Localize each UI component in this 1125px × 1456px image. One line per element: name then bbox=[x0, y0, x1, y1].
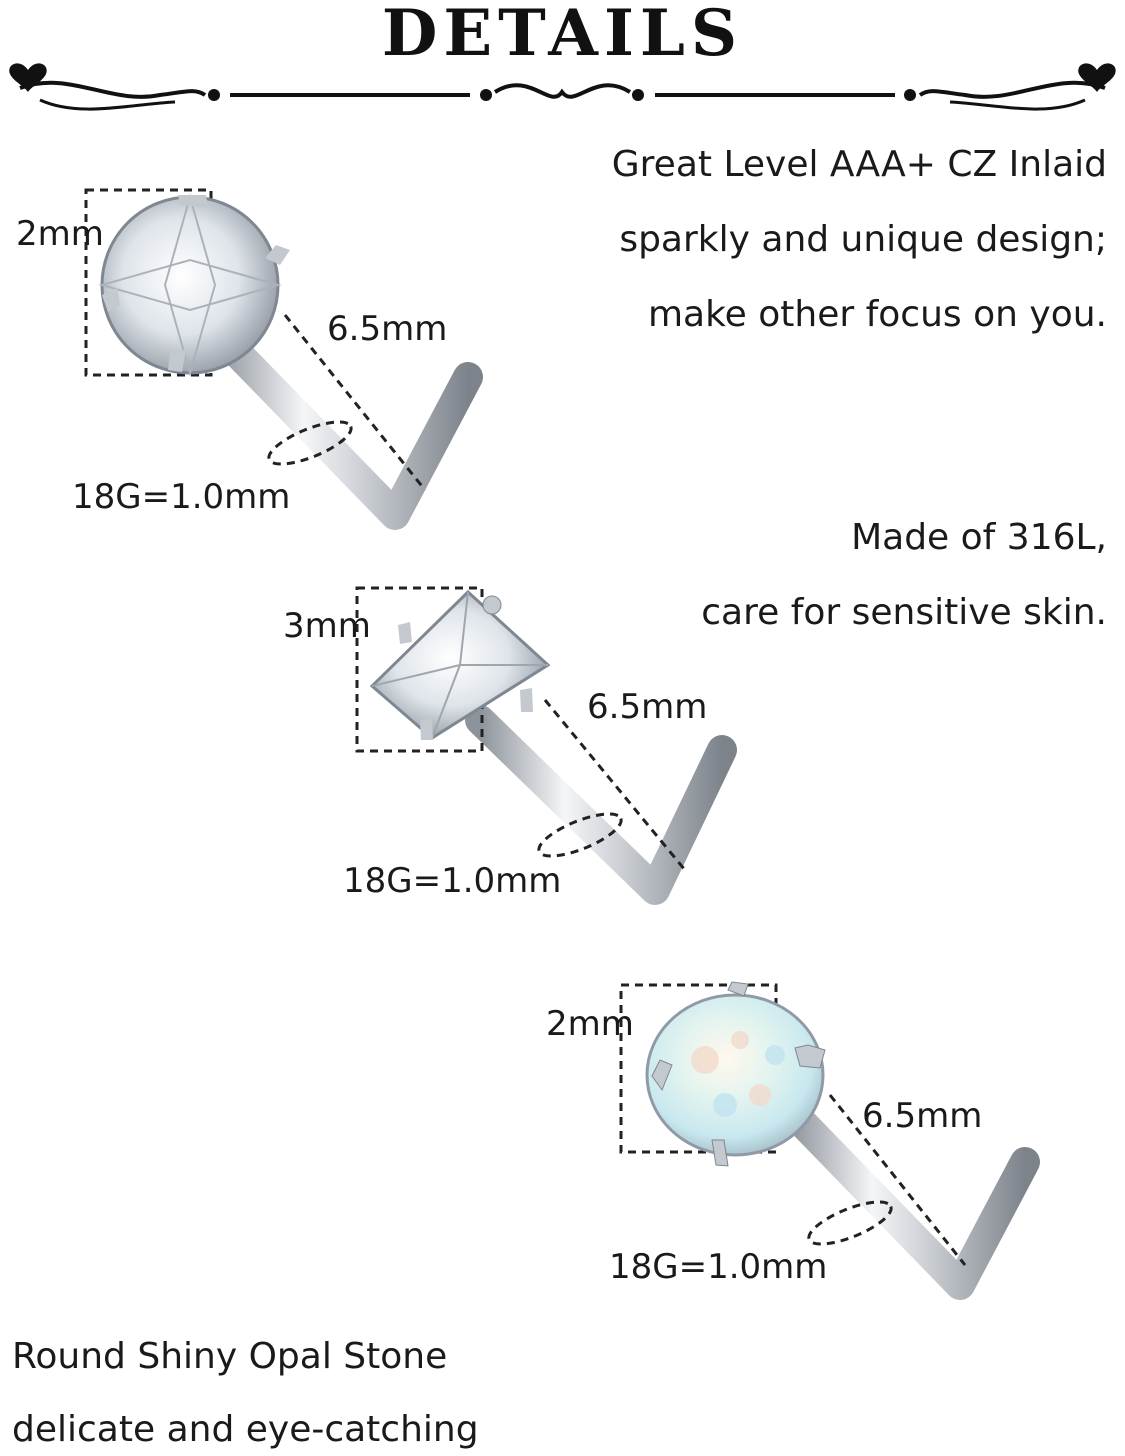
ornamental-divider bbox=[19, 80, 1106, 111]
stone-size-label-2: 3mm bbox=[283, 606, 371, 646]
material-line-2: care for sensitive skin. bbox=[701, 592, 1107, 633]
post-length-label-1: 6.5mm bbox=[327, 309, 448, 349]
gauge-ring-1 bbox=[267, 420, 353, 466]
gauge-ring-3 bbox=[807, 1200, 893, 1246]
page-title: DETAILS bbox=[381, 0, 744, 71]
feature-line-3: make other focus on you. bbox=[647, 294, 1107, 335]
product-2-drawing bbox=[355, 586, 737, 905]
gauge-ring-2 bbox=[537, 812, 623, 858]
material-line-1: Made of 316L, bbox=[851, 517, 1107, 558]
product-1-drawing bbox=[84, 188, 483, 530]
product-3-drawing bbox=[619, 981, 1040, 1300]
length-guide-1 bbox=[283, 314, 427, 491]
gauge-label-1: 18G=1.0mm bbox=[72, 477, 291, 517]
opal-icon bbox=[645, 993, 825, 1157]
gauge-label-3: 18G=1.0mm bbox=[609, 1247, 828, 1287]
opal-line-1: Round Shiny Opal Stone bbox=[12, 1336, 448, 1377]
post-length-label-2: 6.5mm bbox=[587, 687, 708, 727]
size-box-2 bbox=[355, 586, 484, 753]
stone-size-label-1: 2mm bbox=[16, 214, 104, 254]
feature-line-2: sparkly and unique design; bbox=[619, 219, 1107, 260]
post-length-label-3: 6.5mm bbox=[862, 1096, 983, 1136]
stone-size-label-3: 2mm bbox=[546, 1004, 634, 1044]
round-cz-icon bbox=[100, 195, 280, 375]
gauge-label-2: 18G=1.0mm bbox=[343, 861, 562, 901]
heart-left-icon bbox=[9, 63, 47, 92]
length-guide-2 bbox=[543, 699, 687, 871]
heart-right-icon bbox=[1078, 63, 1116, 92]
opal-line-2: delicate and eye-catching bbox=[12, 1409, 479, 1450]
feature-line-1: Great Level AAA+ CZ Inlaid bbox=[611, 144, 1107, 185]
